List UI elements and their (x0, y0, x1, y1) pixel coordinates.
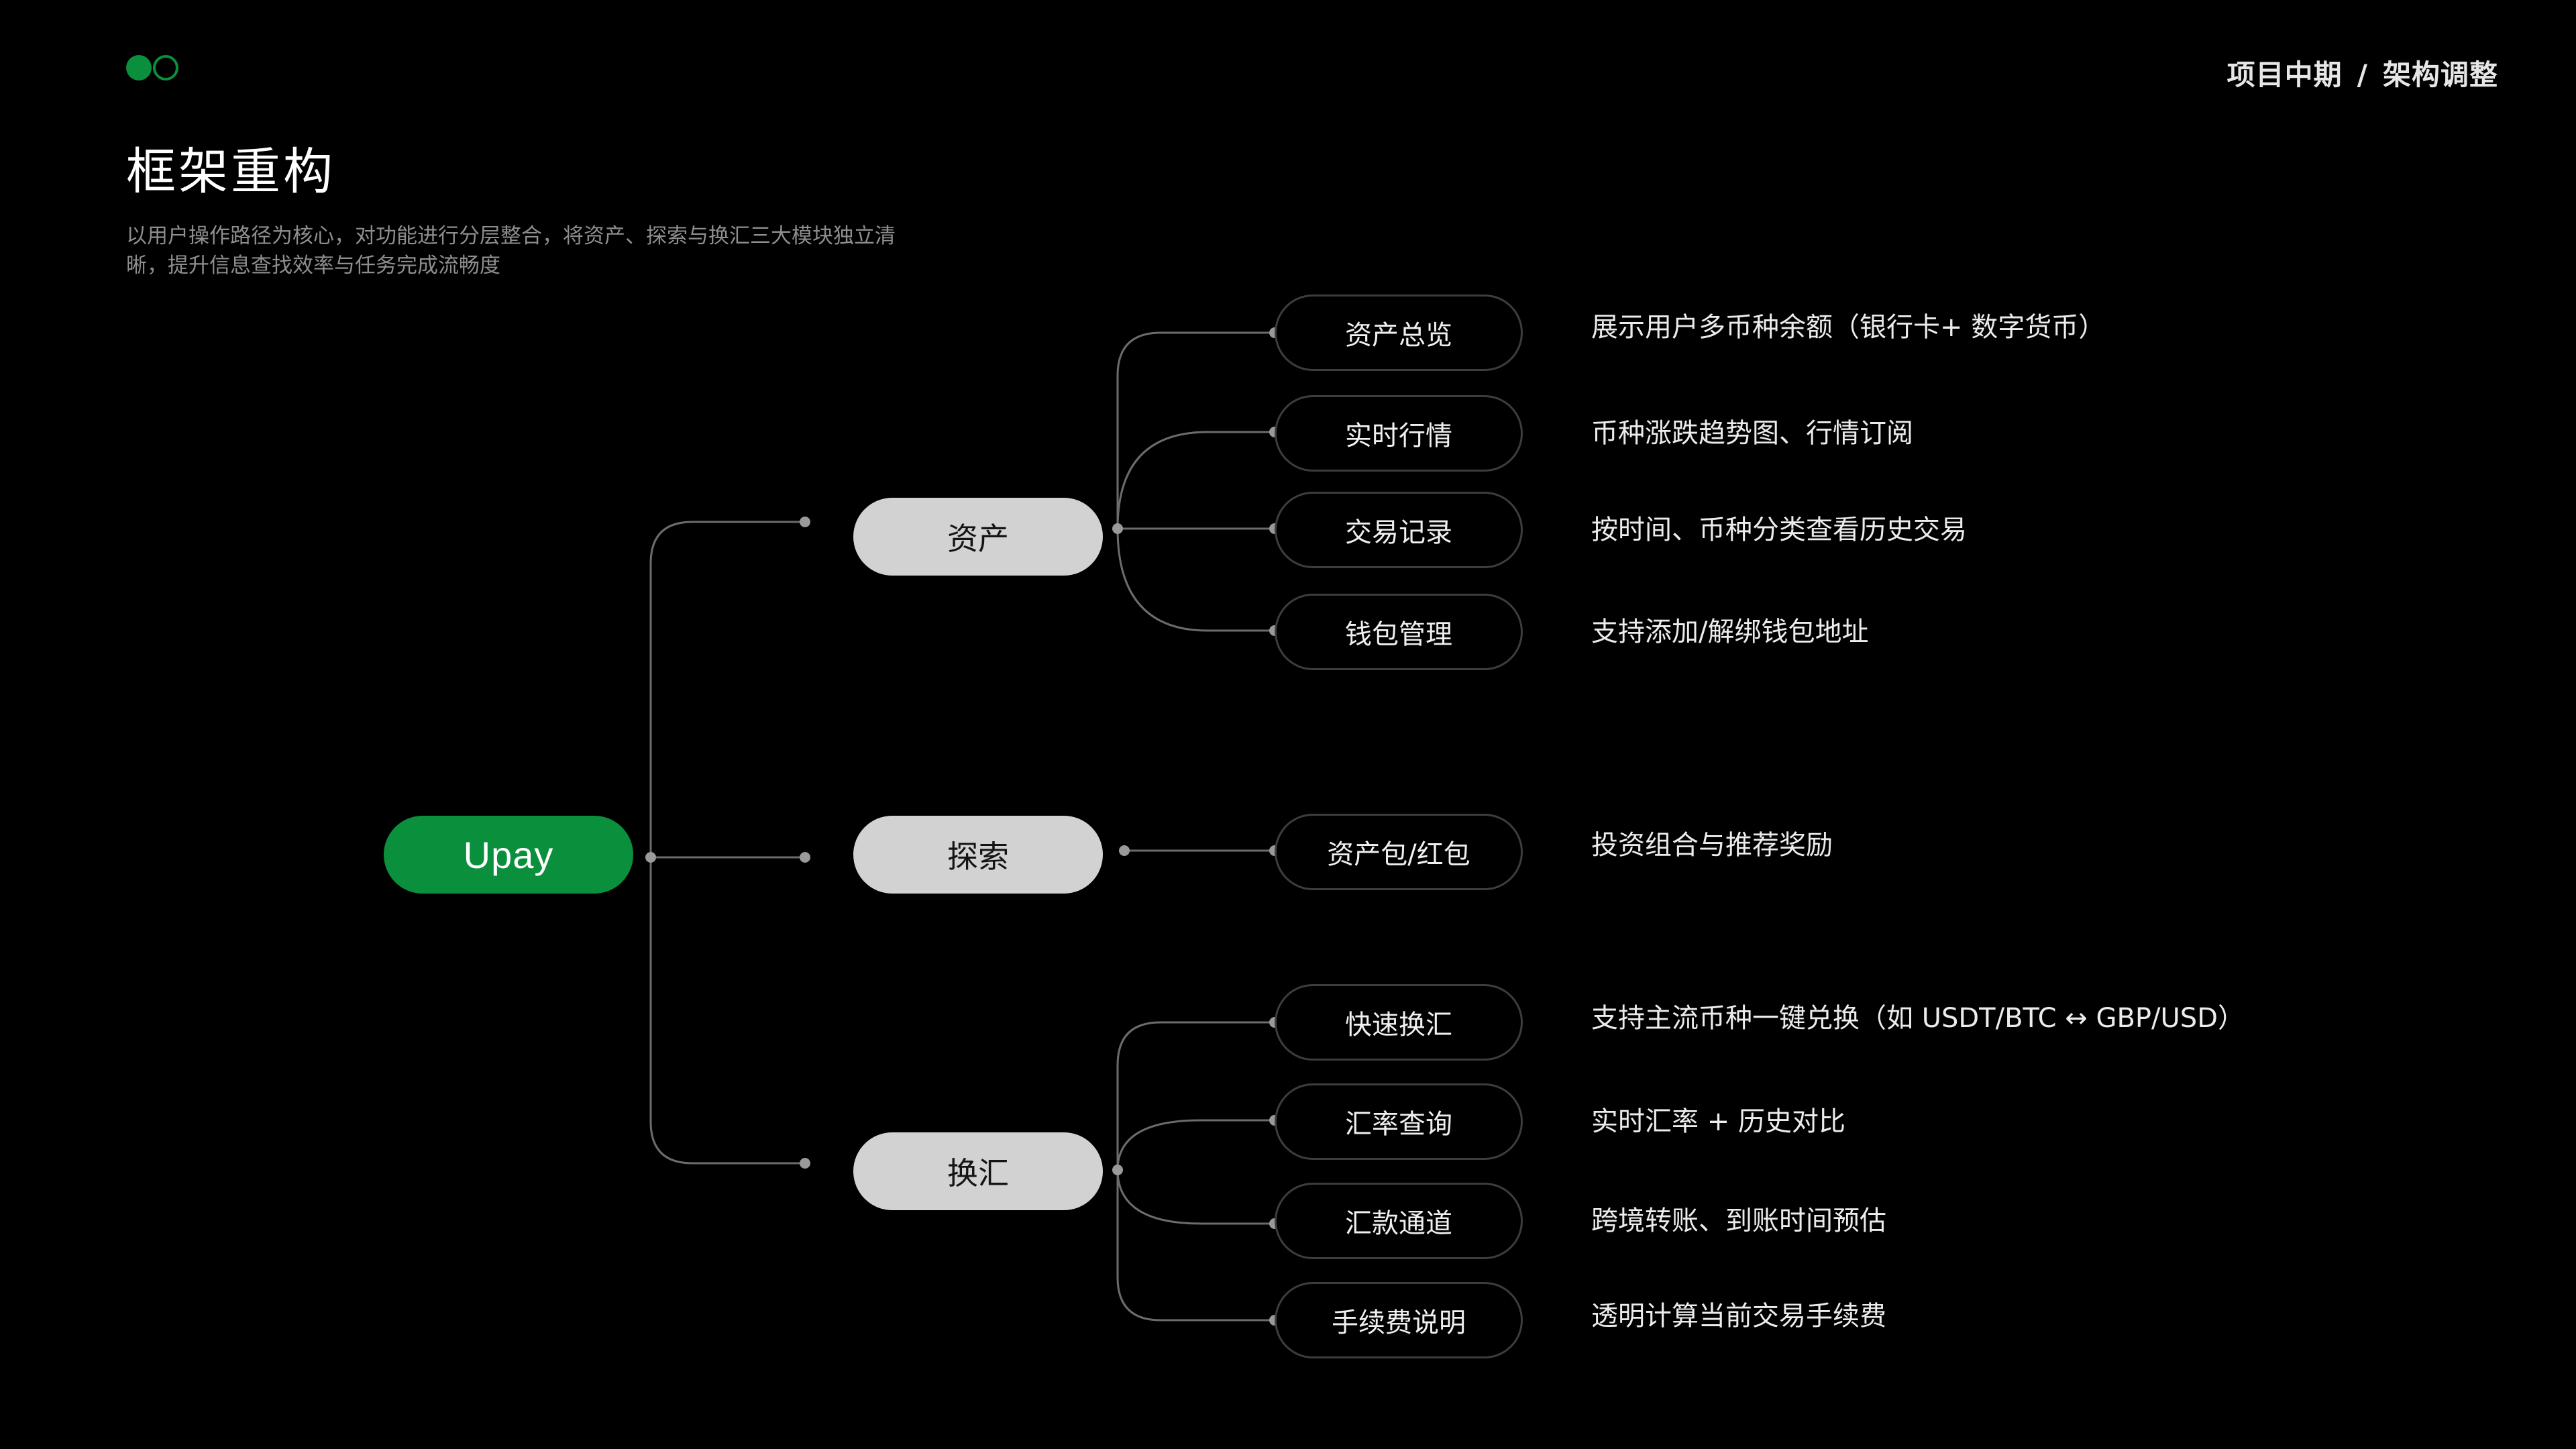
root-node-upay: Upay (384, 816, 633, 894)
logo-dot-filled-icon (126, 55, 152, 80)
leaf-description: 实时汇率 + 历史对比 (1591, 1106, 1845, 1137)
connector-dot (800, 1158, 810, 1169)
breadcrumb-item-phase: 项目中期 (2226, 58, 2343, 91)
leaf-description: 支持主流币种一键兑换（如 USDT/BTC ↔ GBP/USD） (1591, 1003, 2245, 1034)
leaf-node-rate-query: 汇率查询 (1275, 1083, 1523, 1160)
leaf-node-fee-info: 手续费说明 (1275, 1282, 1523, 1358)
leaf-node-remittance: 汇款通道 (1275, 1183, 1523, 1259)
leaf-description: 展示用户多币种余额（银行卡+ 数字货币） (1591, 312, 2106, 343)
connector-dot (800, 852, 810, 863)
leaf-description: 按时间、币种分类查看历史交易 (1591, 515, 1967, 545)
leaf-node-asset-package: 资产包/红包 (1275, 814, 1523, 890)
logo-dot-outline-icon (153, 55, 178, 80)
leaf-description: 支持添加/解绑钱包地址 (1591, 616, 1869, 647)
breadcrumb-separator: / (2357, 58, 2368, 91)
subtitle-line: 以用户操作路径为核心，对功能进行分层整合，将资产、探索与换汇三大模块独立清 (126, 224, 896, 248)
leaf-node-records: 交易记录 (1275, 492, 1523, 568)
connector-dot (1119, 845, 1130, 856)
connector-exchange-rate (1116, 1119, 1275, 1171)
page-subtitle: 以用户操作路径为核心，对功能进行分层整合，将资产、探索与换汇三大模块独立清 晰，… (126, 221, 958, 280)
connector-asset-market (1116, 431, 1275, 529)
leaf-description: 币种涨跌趋势图、行情订阅 (1591, 418, 1913, 449)
connector-dot (1112, 523, 1123, 534)
subtitle-line: 晰，提升信息查找效率与任务完成流畅度 (126, 254, 500, 278)
connector-exchange-quick (1116, 1021, 1275, 1170)
connector-exchange-remit (1116, 1169, 1275, 1225)
branch-node-explore: 探索 (853, 816, 1103, 894)
connector-asset-wallet (1116, 528, 1275, 632)
connector-dot (1112, 1165, 1123, 1175)
branch-node-asset: 资产 (853, 498, 1103, 576)
connector-dot (645, 852, 656, 863)
breadcrumb-item-topic: 架构调整 (2382, 58, 2498, 91)
leaf-node-quick-exchange: 快速换汇 (1275, 984, 1523, 1061)
leaf-node-market: 实时行情 (1275, 395, 1523, 472)
connector-dot (800, 517, 810, 527)
connector-exchange-fee (1116, 1170, 1275, 1322)
brand-logo (126, 55, 184, 83)
connector-asset-overview (1116, 331, 1275, 529)
leaf-description: 跨境转账、到账时间预估 (1591, 1205, 1886, 1236)
leaf-description: 透明计算当前交易手续费 (1591, 1301, 1886, 1332)
leaf-node-asset-overview: 资产总览 (1275, 294, 1523, 371)
leaf-node-wallet: 钱包管理 (1275, 594, 1523, 670)
breadcrumb: 项目中期 / 架构调整 (2227, 52, 2498, 93)
branch-node-exchange: 换汇 (853, 1132, 1103, 1210)
connector-root-asset (649, 521, 805, 857)
leaf-description: 投资组合与推荐奖励 (1591, 830, 1833, 861)
page-title: 框架重构 (126, 143, 335, 201)
connector-root-exchange (649, 857, 805, 1165)
